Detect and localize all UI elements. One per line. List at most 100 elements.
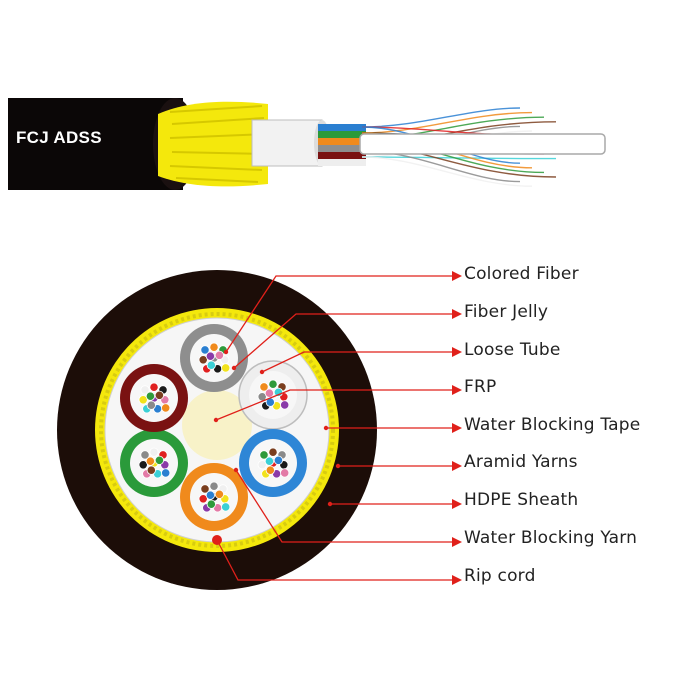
loose-tube [238, 360, 308, 430]
colored-fiber [268, 379, 278, 389]
colored-fiber [259, 450, 269, 460]
colored-fiber [259, 382, 269, 392]
aramid-yarn-texture [99, 312, 335, 548]
cable-side-view [8, 98, 606, 190]
label-colored-fiber: Colored Fiber [464, 264, 579, 284]
loose-tube-bundle [318, 124, 366, 166]
label-loose-tube: Loose Tube [464, 340, 561, 360]
callout-anchor-dot [335, 463, 341, 469]
label-fiber-jelly: Fiber Jelly [464, 302, 549, 322]
colored-fiber [221, 502, 231, 512]
colored-fiber [140, 385, 150, 395]
brand-label: FCJ ADSS [16, 128, 102, 147]
loose-tube-stripe [318, 124, 366, 131]
colored-fiber [280, 400, 290, 410]
loose-tubes-group [120, 324, 308, 531]
colored-fiber [145, 391, 155, 401]
callout-anchor-dot [233, 467, 239, 473]
colored-fiber [268, 447, 278, 457]
colored-fiber [257, 460, 267, 470]
callout-anchor-dot [323, 425, 329, 431]
loose-tube [180, 463, 248, 531]
water-blocking-tape-wrap [251, 119, 323, 167]
colored-fiber [214, 489, 224, 499]
colored-fiber [154, 455, 164, 465]
colored-fiber [264, 388, 274, 398]
callout-arrowhead [452, 423, 462, 433]
colored-fiber [198, 494, 208, 504]
callout-arrowhead [452, 385, 462, 395]
aramid-yarn-strands [169, 105, 267, 183]
colored-fiber [198, 355, 208, 365]
loose-tube-stripe [318, 138, 366, 145]
callout-anchor-dot [231, 365, 237, 371]
callout-leader-line [261, 351, 452, 373]
colored-fiber [146, 400, 156, 410]
callout-leader-line [225, 275, 452, 353]
callout-arrowhead [452, 347, 462, 357]
callout-anchor-dot [214, 537, 220, 543]
label-aramid-yarns: Aramid Yarns [464, 452, 578, 472]
callout-anchor-dot [259, 369, 265, 375]
colored-fiber [145, 456, 155, 466]
colored-fiber [265, 465, 275, 475]
colored-fiber [200, 345, 210, 355]
callout-anchor-dot [213, 417, 219, 423]
colored-fiber [161, 468, 171, 478]
callout-arrowhead [452, 271, 462, 281]
callout-arrowhead [452, 575, 462, 585]
callout-leader-line [215, 389, 452, 421]
callout-arrowhead [452, 537, 462, 547]
callout-leader-line [233, 313, 452, 369]
colored-fiber [206, 499, 216, 509]
colored-fiber [149, 382, 159, 392]
colored-fiber [214, 350, 224, 360]
loose-tube [180, 324, 248, 392]
frp-center-strength-member [182, 390, 252, 460]
colored-fiber [264, 456, 274, 466]
callout-arrowhead [452, 461, 462, 471]
callout-anchor-dot [223, 349, 229, 355]
colored-fiber-strand [361, 156, 533, 187]
colored-fiber [138, 395, 148, 405]
colored-fiber [221, 363, 231, 373]
callout-leader-line [216, 539, 452, 581]
colored-fiber [154, 390, 164, 400]
colored-fiber [200, 484, 210, 494]
callout-leaders [213, 271, 462, 585]
colored-fiber [146, 465, 156, 475]
colored-fiber [273, 455, 283, 465]
loose-tube-stripe [318, 159, 366, 166]
loose-tube-stripe [318, 152, 366, 159]
callout-anchor-dot [327, 501, 333, 507]
colored-fiber [209, 481, 219, 491]
loose-tube-stripe [318, 145, 366, 152]
label-hdpe-sheath: HDPE Sheath [464, 490, 579, 510]
frp-rod [359, 133, 606, 155]
loose-tube-stripe [318, 131, 366, 138]
label-rip-cord: Rip cord [464, 566, 536, 586]
loose-tube [239, 429, 307, 497]
colored-fiber [205, 490, 215, 500]
colored-fiber [140, 450, 150, 460]
colored-fiber [209, 342, 219, 352]
label-water-blocking-tape: Water Blocking Tape [464, 415, 641, 435]
colored-fiber-strand [361, 156, 557, 160]
callout-arrowhead [452, 499, 462, 509]
colored-fiber [205, 351, 215, 361]
callout-arrowhead [452, 309, 462, 319]
colored-fiber [138, 460, 148, 470]
label-water-blocking-yarn: Water Blocking Yarn [464, 528, 638, 548]
colored-fiber-strand [361, 111, 533, 134]
label-frp: FRP [464, 377, 497, 397]
colored-fiber [280, 468, 290, 478]
loose-tube [120, 429, 188, 497]
colored-fiber [161, 403, 171, 413]
colored-fiber [149, 447, 159, 457]
loose-tube [120, 364, 188, 432]
colored-fiber-strand [361, 107, 521, 128]
colored-fiber [206, 360, 216, 370]
callout-leader-line [235, 469, 452, 543]
